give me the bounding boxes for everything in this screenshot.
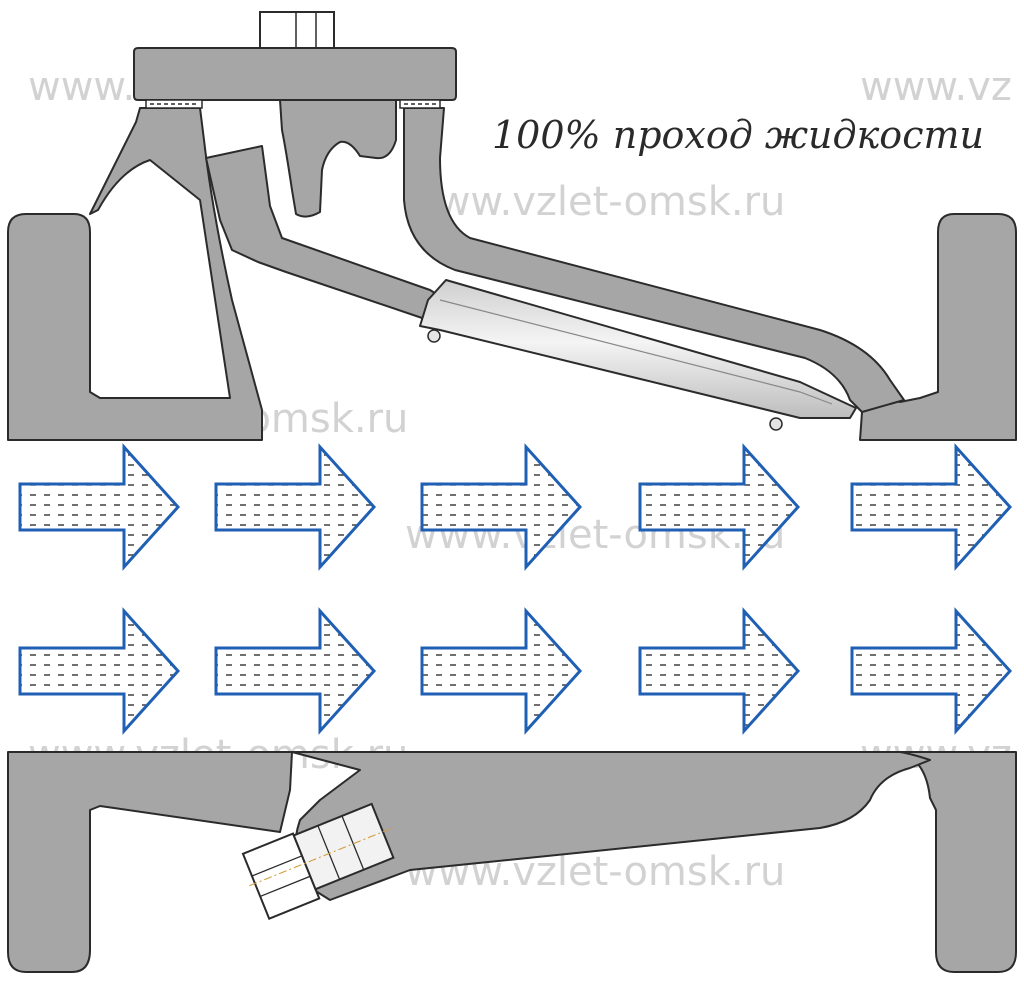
flow-caption: 100% проход жидкости xyxy=(492,113,984,157)
watermark-2: www.vz xyxy=(860,64,1012,110)
bonnet-boss xyxy=(279,99,397,218)
gaskets xyxy=(145,99,441,109)
left-flange-lower xyxy=(7,751,293,973)
flow-arrow-outline xyxy=(638,443,801,571)
right-flange-upper xyxy=(859,213,1017,441)
flow-arrow-outline xyxy=(214,607,377,735)
flow-arrows xyxy=(18,443,1013,735)
flow-arrow-outline xyxy=(638,607,801,735)
watermark-3: www.vzlet-omsk.ru xyxy=(405,179,785,225)
flow-arrow-outline xyxy=(420,607,583,735)
flow-arrow-outline xyxy=(214,443,377,571)
drain-plug-icon xyxy=(241,802,395,921)
flow-arrow-outline xyxy=(18,607,181,735)
valve-disc xyxy=(419,279,857,431)
bolt-icon xyxy=(259,11,335,49)
flow-arrow-outline xyxy=(850,443,1013,571)
left-flange-upper xyxy=(7,107,263,441)
flow-arrow-outline xyxy=(18,443,181,571)
upper-body-wall xyxy=(403,107,905,413)
bonnet-cover xyxy=(133,47,457,101)
flow-arrow-outline xyxy=(850,607,1013,735)
right-flange-lower xyxy=(899,751,1017,973)
valve-body xyxy=(7,47,1017,973)
flow-arrow-outline xyxy=(420,443,583,571)
